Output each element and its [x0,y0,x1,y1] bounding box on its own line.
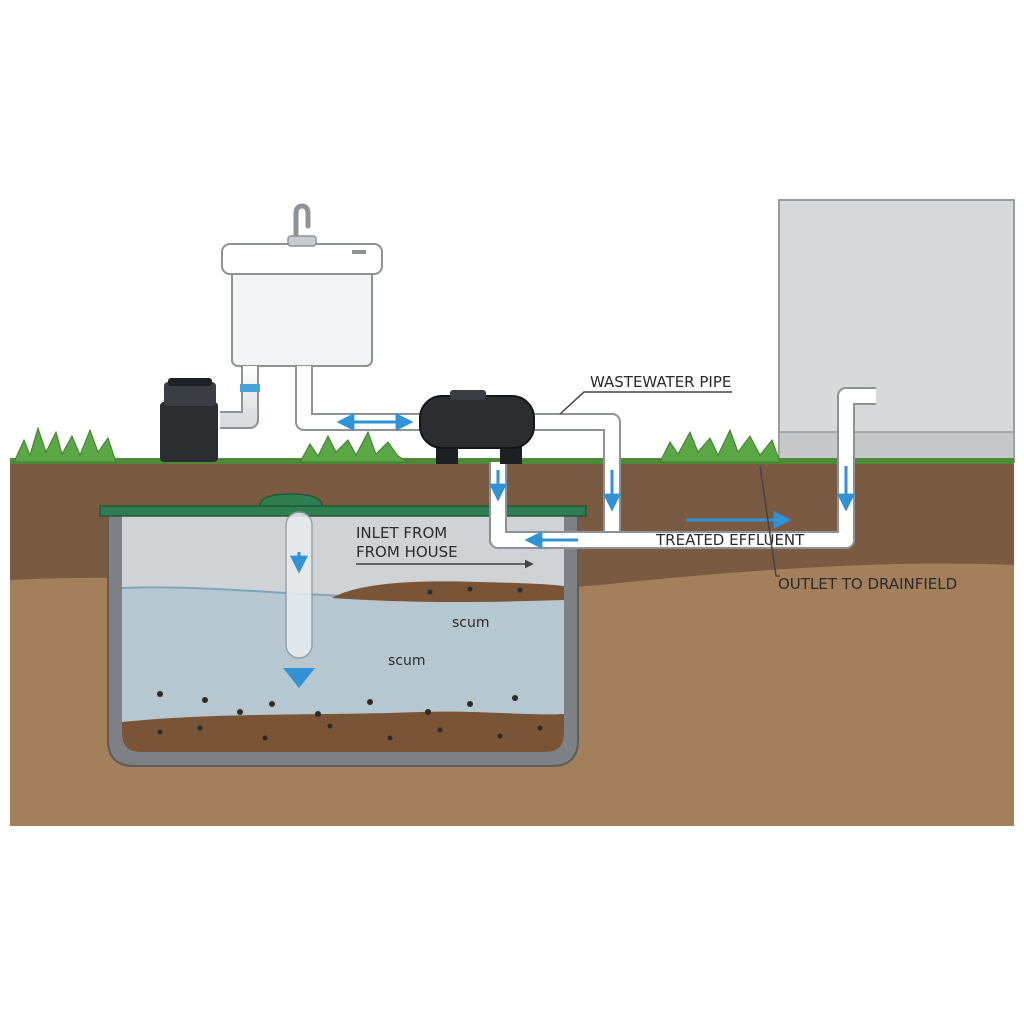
label-wastewater-pipe: WASTEWATER PIPE [590,373,731,391]
sludge-layer [122,711,564,752]
flow-arrow-icon [283,668,315,688]
vent-cap-icon [160,378,218,462]
septic-tank [99,493,587,767]
sediment-particles [157,586,543,741]
building-wall [778,199,1015,463]
label-inlet-line2: FROM HOUSE [356,543,458,561]
label-scum-upper: scum [452,615,490,631]
scum-layer [332,581,564,602]
access-riser [259,493,323,507]
tank-lid [99,505,587,517]
label-inlet-line1: INLET FROM [356,524,447,542]
pump-icon [419,390,535,464]
label-outlet-drainfield: OUTLET TO DRAINFIELD [778,575,957,593]
grass [13,426,781,463]
leader-lines [356,391,780,577]
label-treated-effluent: TREATED EFFLUENT [655,531,805,549]
sink-icon [221,203,383,367]
label-scum-lower: scum [388,653,426,669]
tank-liquid [122,587,564,752]
inlet-tee-pipe [283,511,315,688]
flow-arrows [336,413,855,549]
